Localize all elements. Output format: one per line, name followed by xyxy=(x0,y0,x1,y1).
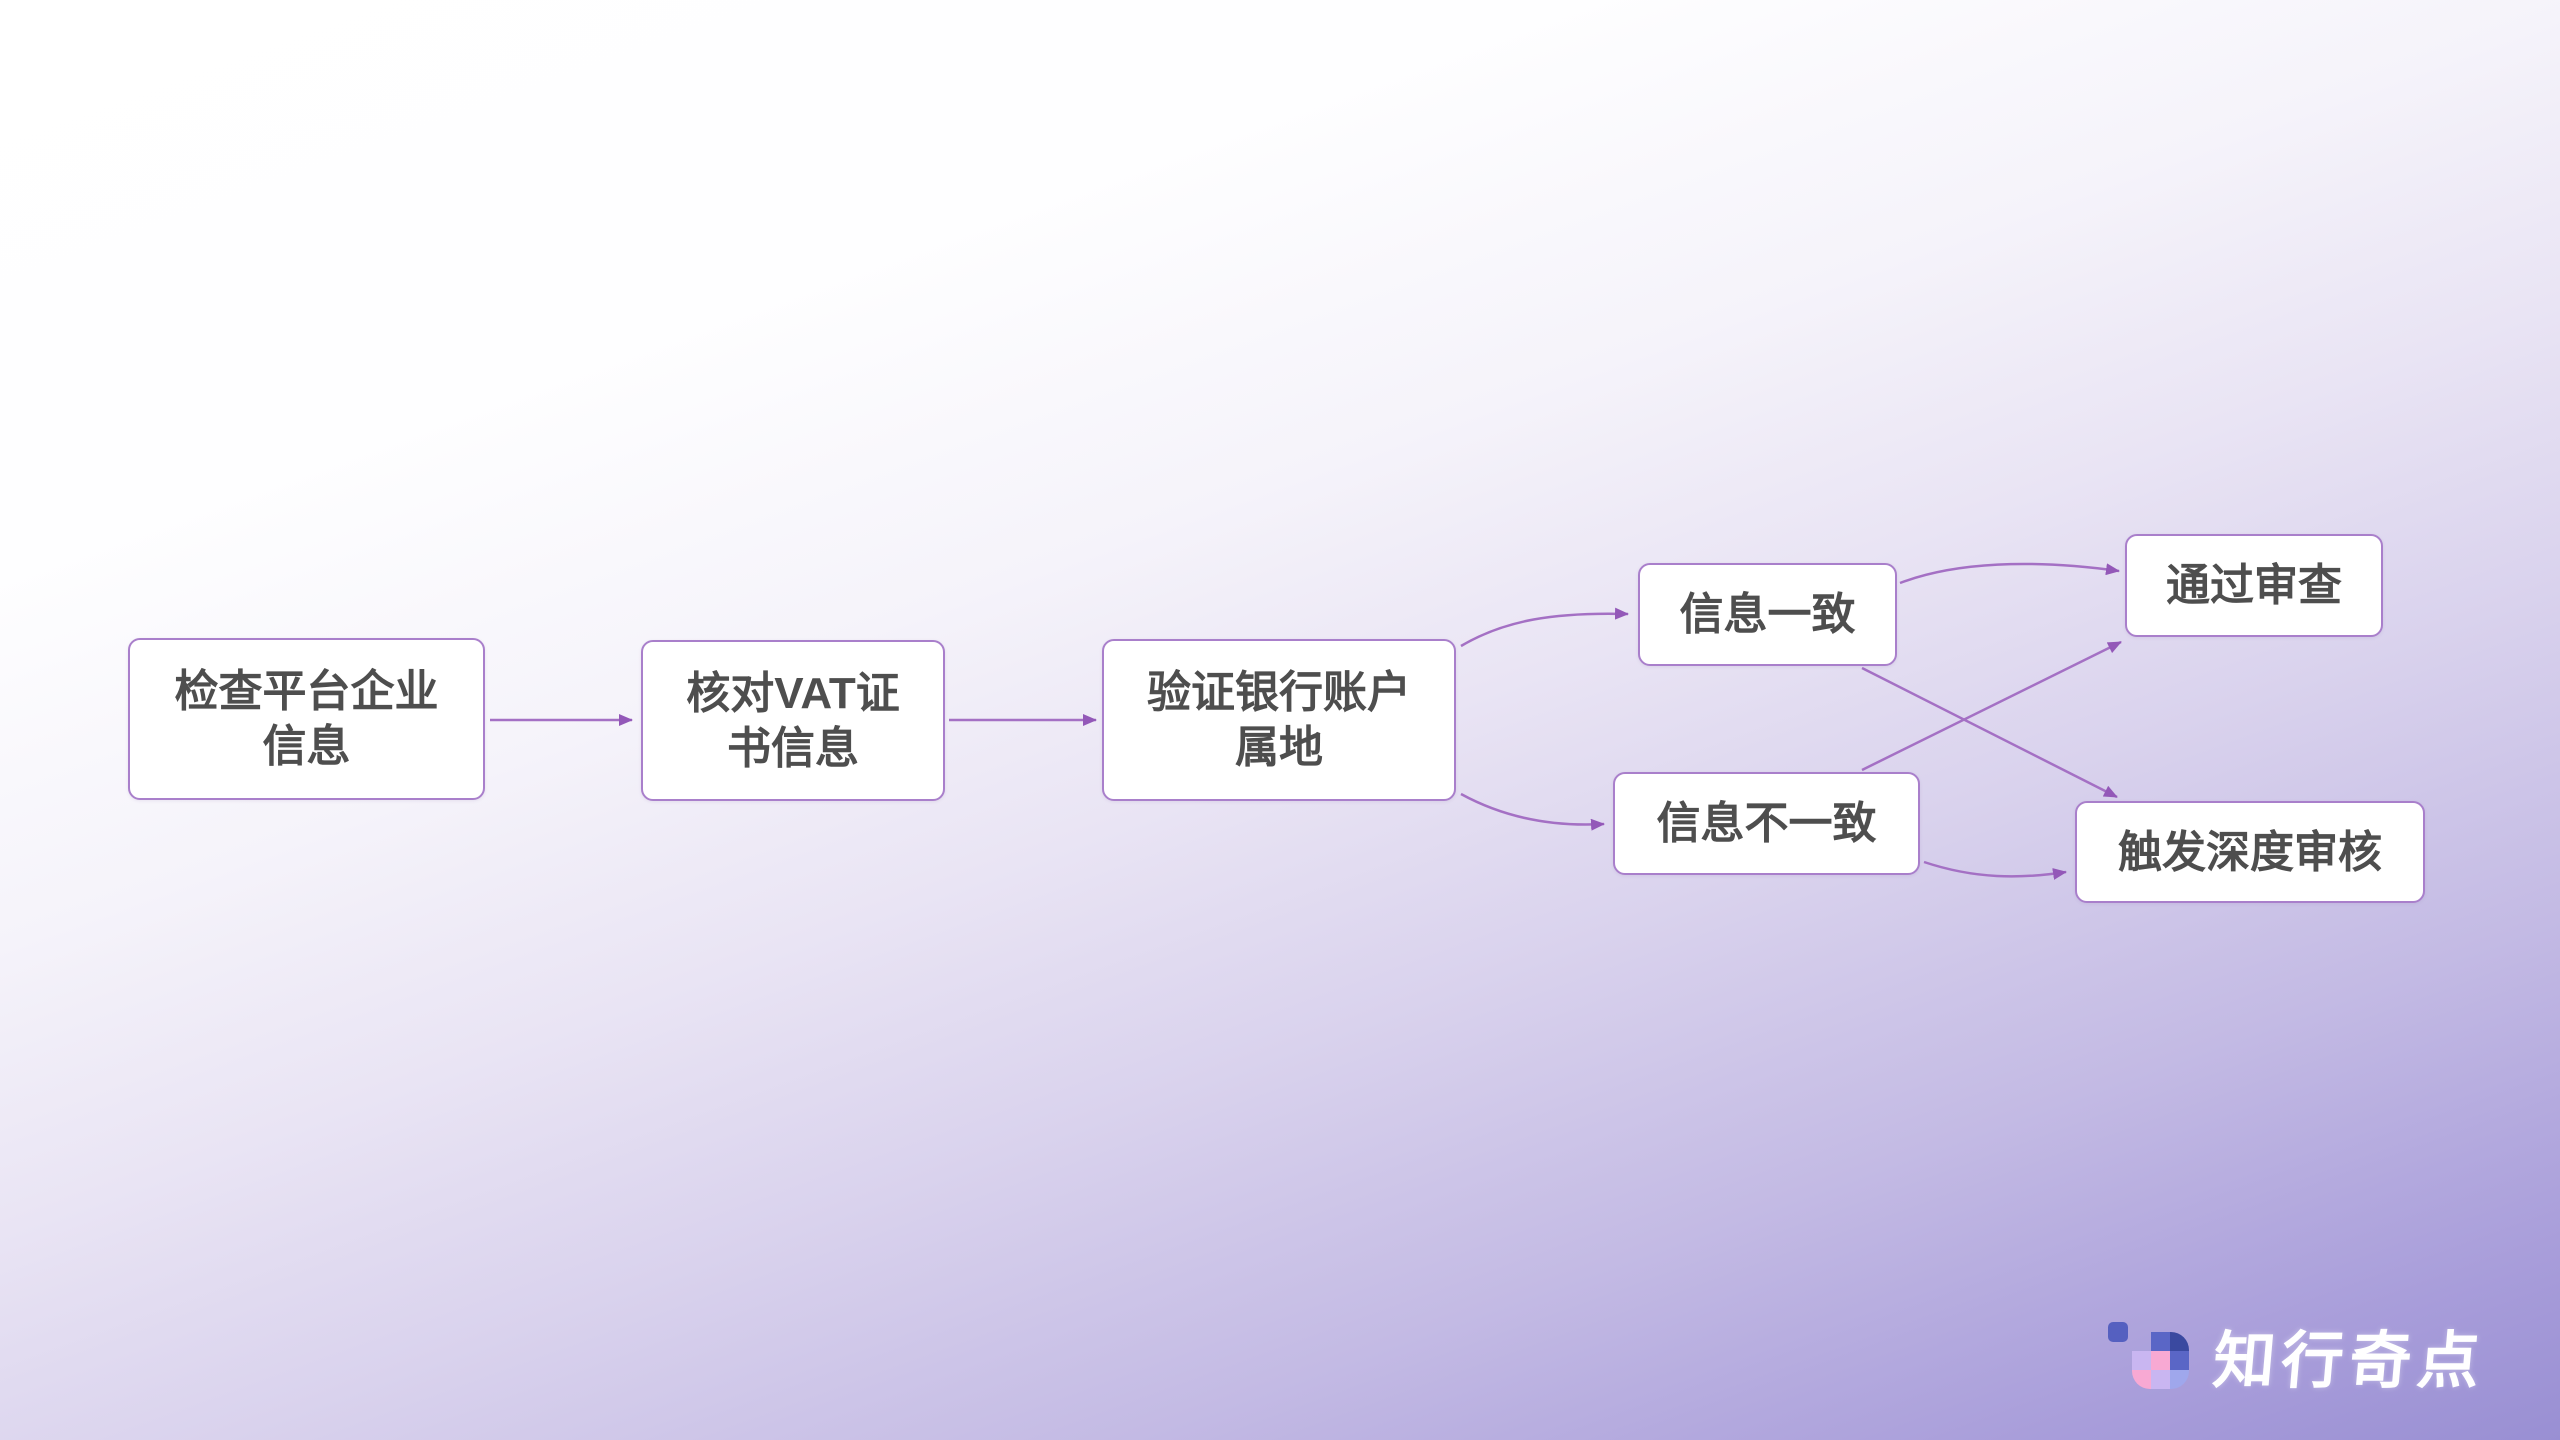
node-verify-bank-account: 验证银行账户属地 xyxy=(1102,639,1456,801)
node-label: 验证银行账户属地 xyxy=(1147,668,1411,772)
node-info-inconsistent: 信息不一致 xyxy=(1613,772,1920,875)
edge-verify-bank-to-info-mismatch xyxy=(1460,792,1605,831)
edge-info-mismatch-to-pass-review xyxy=(1861,640,2122,772)
node-pass-review: 通过审查 xyxy=(2125,534,2383,637)
node-info-consistent: 信息一致 xyxy=(1638,563,1897,666)
node-label: 核对VAT证书信息 xyxy=(686,668,900,773)
edge-info-match-to-deep-review xyxy=(1861,666,2118,799)
brand-logo-icon xyxy=(2106,1315,2189,1395)
brand-watermark: 知行奇点 xyxy=(2106,1310,2488,1400)
node-label: 检查平台企业信息 xyxy=(174,667,439,771)
brand-logo-text: 知行奇点 xyxy=(2210,1327,2489,1396)
node-check-platform-info: 检查平台企业信息 xyxy=(128,638,485,800)
edge-info-match-to-pass-review xyxy=(1899,562,2120,585)
node-label: 信息不一致 xyxy=(1656,799,1877,848)
node-verify-vat-certificate: 核对VAT证书信息 xyxy=(641,640,945,801)
edge-info-mismatch-to-deep-review xyxy=(1923,860,2067,880)
node-trigger-deep-review: 触发深度审核 xyxy=(2075,801,2425,903)
edge-verify-bank-to-info-match xyxy=(1460,607,1629,648)
logo-grid-icon xyxy=(2132,1332,2189,1389)
logo-detached-square xyxy=(2108,1322,2128,1342)
node-label: 触发深度审核 xyxy=(2118,827,2382,877)
node-label: 通过审查 xyxy=(2166,561,2342,610)
node-label: 信息一致 xyxy=(1679,590,1856,639)
